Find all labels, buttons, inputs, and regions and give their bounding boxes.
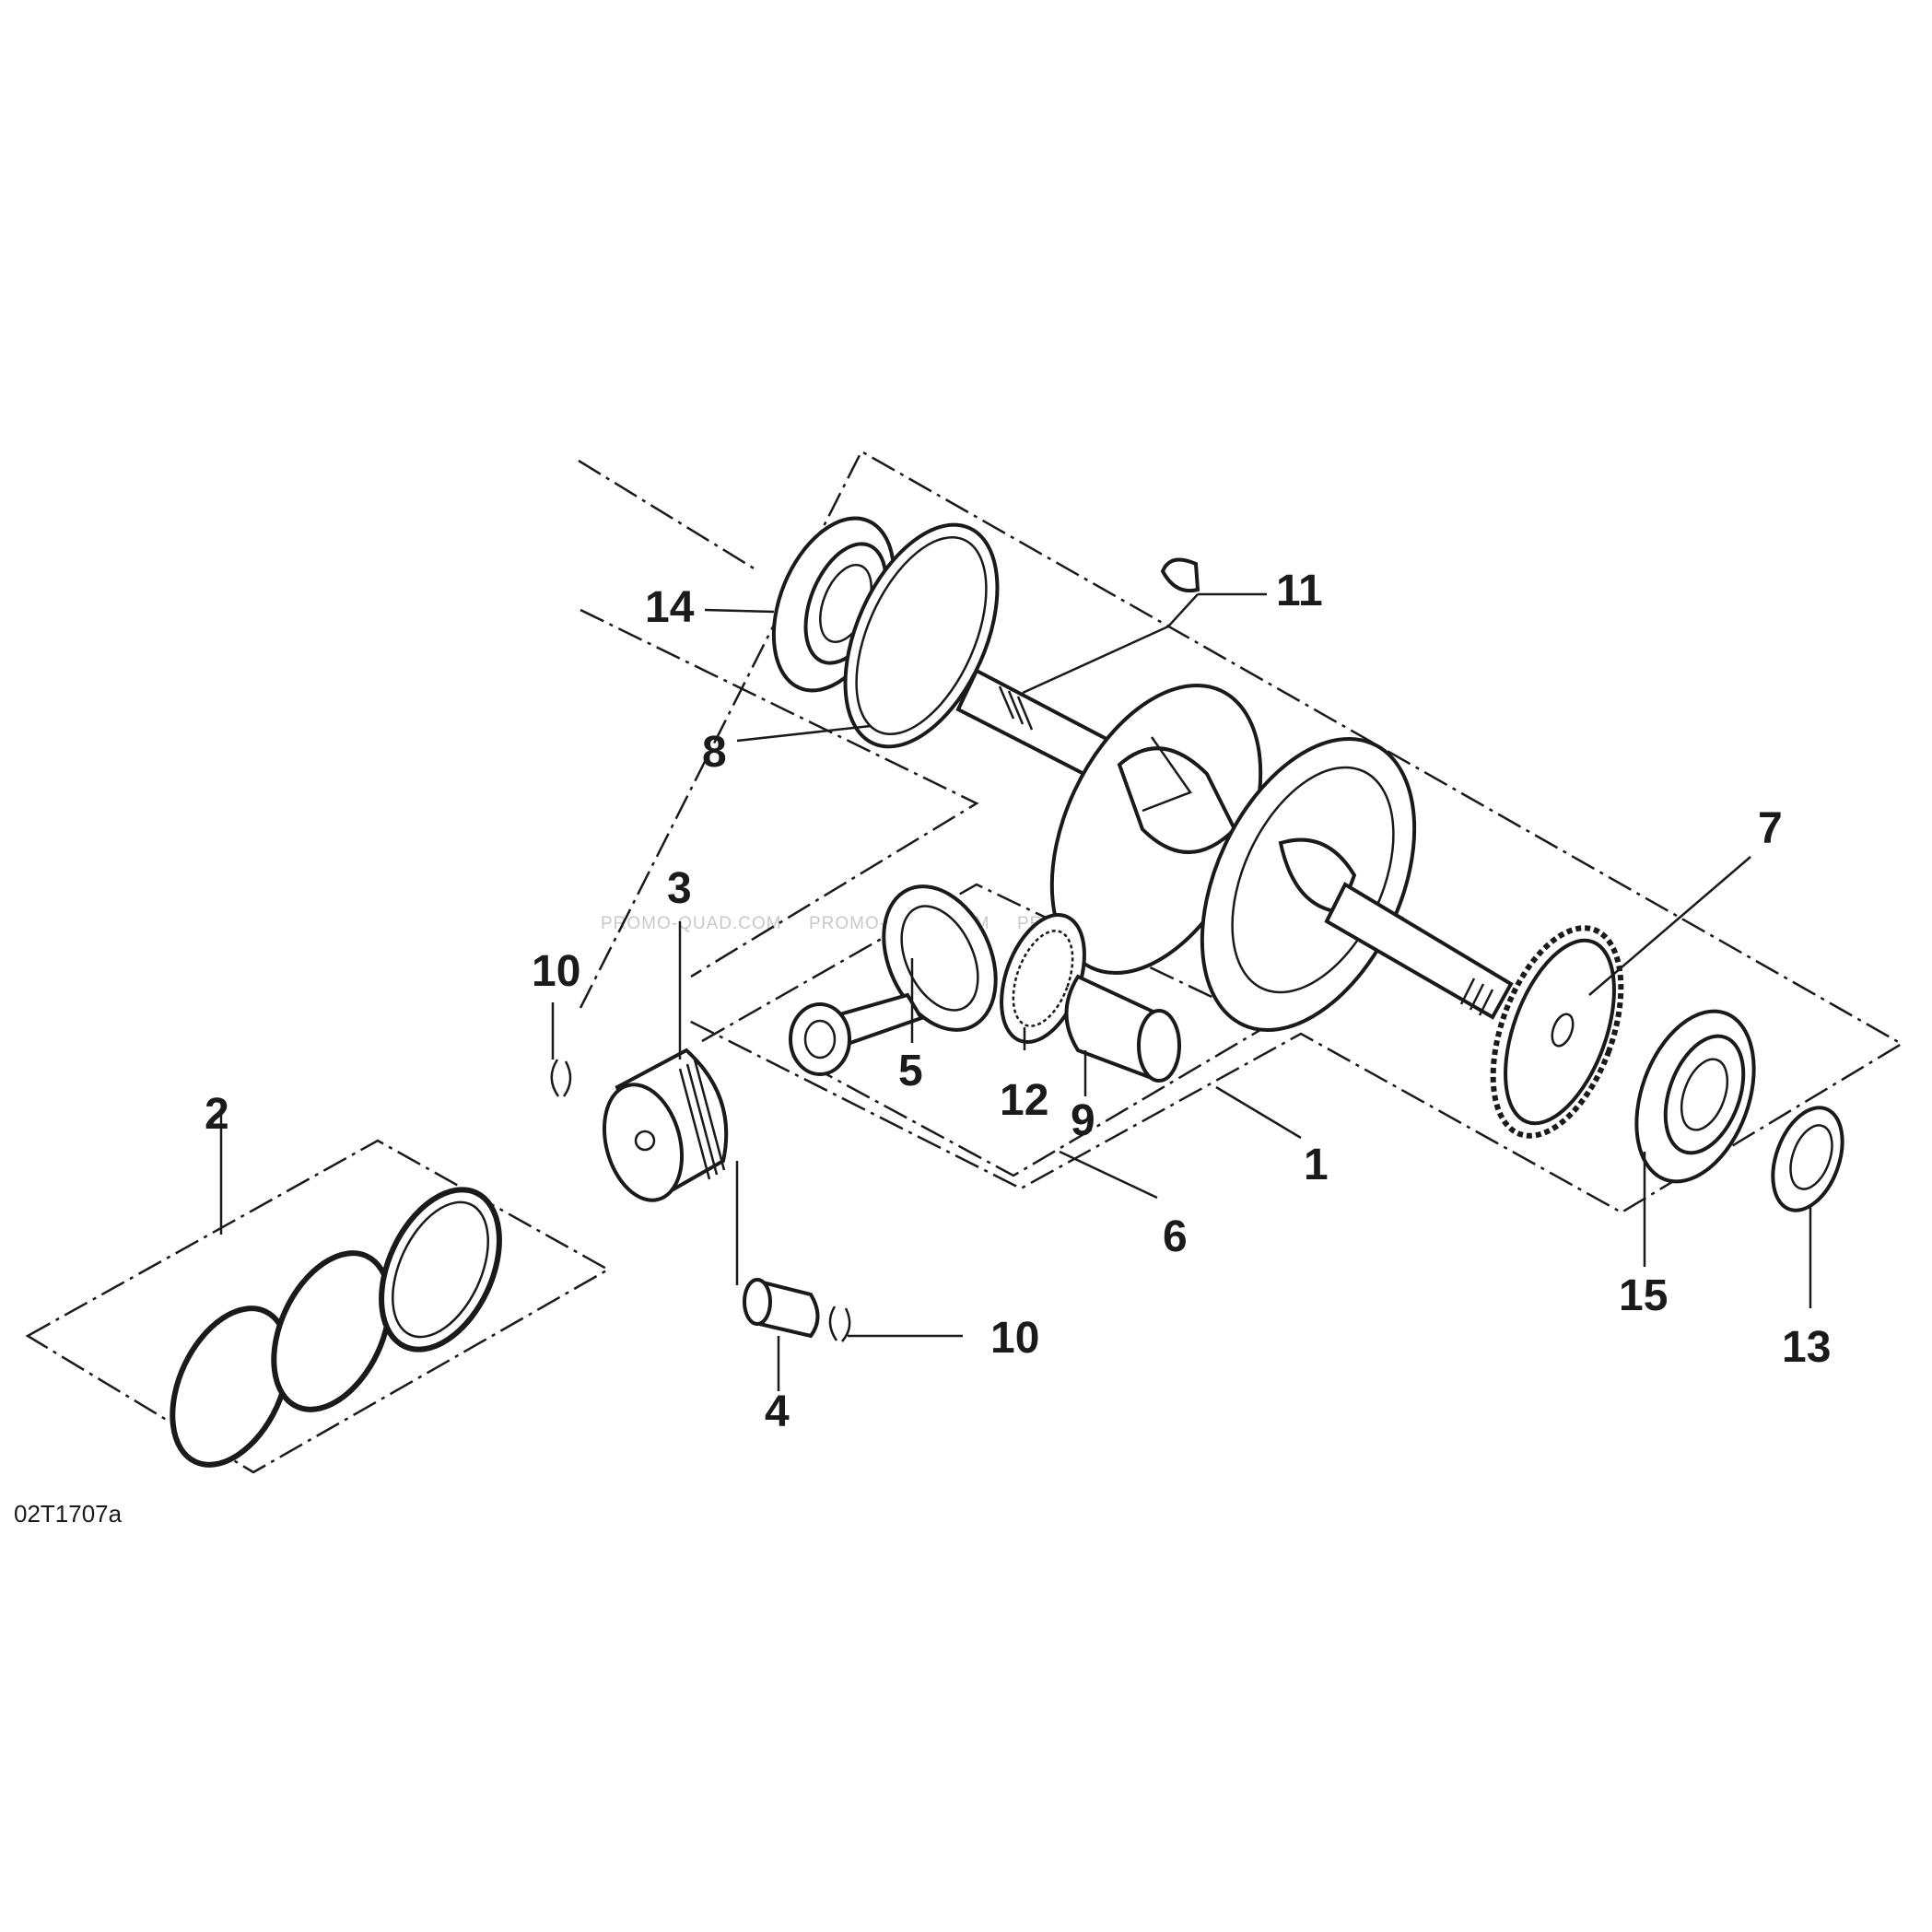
gear-part-7[interactable] bbox=[1468, 911, 1645, 1153]
callout-15: 15 bbox=[1619, 1271, 1668, 1320]
piston-pin-part-4[interactable] bbox=[743, 1278, 820, 1339]
callout-14: 14 bbox=[645, 583, 695, 632]
callout-12: 12 bbox=[1000, 1076, 1048, 1125]
callout-4: 4 bbox=[765, 1388, 790, 1436]
callout-6: 6 bbox=[1163, 1212, 1188, 1261]
piston-part-3[interactable] bbox=[592, 1048, 729, 1209]
leader-lines bbox=[219, 592, 1812, 1391]
ball-bearing-part-15[interactable] bbox=[1615, 995, 1776, 1198]
callout-10-lower: 10 bbox=[990, 1314, 1039, 1363]
oil-seal-part-13[interactable] bbox=[1760, 1098, 1856, 1220]
callout-7: 7 bbox=[1758, 804, 1783, 853]
piston-rings-part-2[interactable] bbox=[149, 1171, 523, 1483]
bearing-group-boundary bbox=[580, 608, 979, 978]
figure-code: 02T1707a bbox=[14, 1500, 123, 1528]
woodruff-key-part-11[interactable] bbox=[1160, 557, 1200, 592]
callout-13: 13 bbox=[1782, 1323, 1831, 1372]
callout-10-upper: 10 bbox=[532, 947, 580, 996]
watermark: PROMO-QUAD.COM bbox=[601, 914, 782, 933]
crankshaft-right-shaft[interactable] bbox=[1324, 882, 1514, 1020]
callout-8: 8 bbox=[702, 728, 727, 777]
callout-2: 2 bbox=[205, 1090, 229, 1139]
callout-1: 1 bbox=[1304, 1141, 1329, 1189]
callout-9: 9 bbox=[1071, 1096, 1095, 1145]
axis-line bbox=[578, 459, 756, 571]
crank-web-right[interactable] bbox=[1159, 705, 1457, 1063]
callout-labels: 1 2 3 4 5 6 7 8 9 10 10 11 12 13 14 15 bbox=[205, 567, 1831, 1436]
circlip-part-10-upper[interactable] bbox=[550, 1059, 572, 1097]
seal-ring-part-8[interactable] bbox=[814, 502, 1028, 770]
circlip-part-10-lower[interactable] bbox=[828, 1306, 851, 1342]
callout-5: 5 bbox=[898, 1047, 923, 1095]
callout-11: 11 bbox=[1276, 567, 1323, 615]
crank-pin-part-9[interactable] bbox=[1064, 974, 1181, 1083]
callout-3: 3 bbox=[667, 864, 692, 913]
